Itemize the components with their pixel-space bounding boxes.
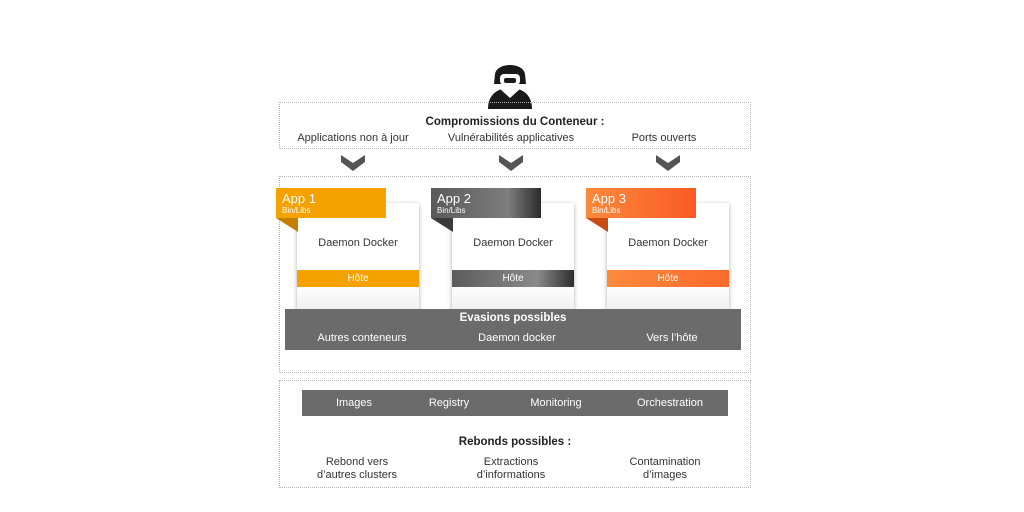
rebounds-title: Rebonds possibles : [458,436,572,448]
app3-libs: Bin/Libs [592,206,621,215]
chevron-down-icon [341,155,365,171]
rebound-contamination-line2: d’images [642,469,688,481]
compromise-outdated-apps: Applications non à jour [297,132,409,144]
daemon-docker-label: Daemon Docker [473,237,553,249]
rebound-contamination-line1: Contamination [629,456,701,468]
compromises-box [279,102,751,149]
evasions-bar [285,309,741,350]
evasions-title: Evasions possibles [459,312,567,324]
evasion-docker-daemon: Daemon docker [478,332,556,344]
rebound-extractions-line1: Extractions [483,456,539,468]
rebound-clusters-line2: d’autres clusters [316,469,398,481]
app1-name: App 1 [282,191,316,206]
app1-ribbon: App 1 Bin/Libs [276,188,386,232]
infra-images: Images [335,397,373,409]
compromises-title: Compromissions du Conteneur : [425,116,605,128]
app2-name: App 2 [437,191,471,206]
app2-libs: Bin/Libs [437,206,466,215]
host-bar: Hôte [452,270,574,287]
infra-monitoring: Monitoring [530,397,582,409]
apps-box [279,176,751,373]
host-bar: Hôte [297,270,419,287]
app3-ribbon: App 3 Bin/Libs [586,188,696,232]
evasion-host: Vers l’hôte [646,332,698,344]
compromise-app-vulnerabilities: Vulnérabilités applicatives [447,132,575,144]
chevron-down-icon [499,155,523,171]
infra-registry: Registry [428,397,470,409]
app1-libs: Bin/Libs [282,206,311,215]
infra-bar [302,390,728,416]
host-bar: Hôte [607,270,729,287]
rebounds-box [279,380,751,488]
app3-name: App 3 [592,191,626,206]
rebound-clusters-line1: Rebond vers [325,456,389,468]
rebound-extractions-line2: d’informations [476,469,546,481]
hacker-icon [485,60,535,110]
evasion-other-containers: Autres conteneurs [317,332,407,344]
app2-ribbon: App 2 Bin/Libs [431,188,541,232]
chevron-down-icon [656,155,680,171]
daemon-docker-label: Daemon Docker [628,237,708,249]
daemon-docker-label: Daemon Docker [318,237,398,249]
infra-orchestration: Orchestration [636,397,704,409]
compromise-open-ports: Ports ouverts [631,132,697,144]
